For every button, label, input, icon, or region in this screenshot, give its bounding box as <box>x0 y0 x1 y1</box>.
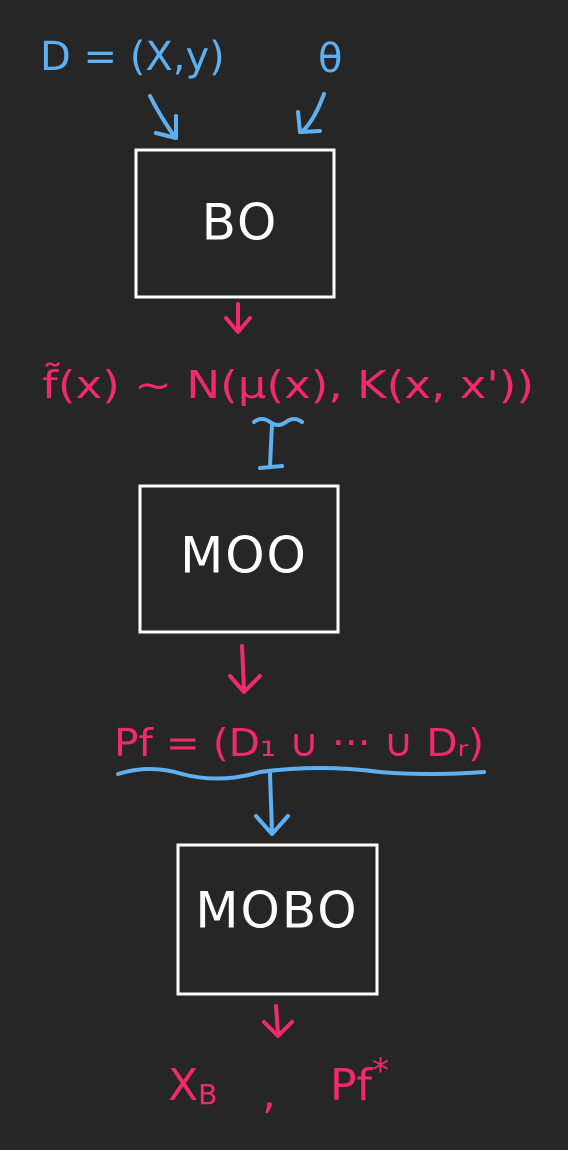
mobo-label: MOBO <box>195 882 358 940</box>
output-separator: , <box>262 1068 276 1119</box>
bo-label: BO <box>202 194 279 252</box>
mobo-box: MOBO <box>176 843 379 996</box>
moo-box: MOO <box>138 484 340 634</box>
theta-arrow <box>296 92 326 134</box>
mobo-output-arrow <box>262 1004 294 1038</box>
moo-label: MOO <box>180 527 308 585</box>
dataset-arrow <box>148 94 178 140</box>
bo-box: BO <box>134 148 336 299</box>
mean-brace-arrow <box>252 417 304 470</box>
pareto-underline-arrow <box>116 766 486 836</box>
dataset-label: D = (X,y) <box>40 34 225 80</box>
x-best-label: XB <box>168 1060 217 1111</box>
bo-output-arrow <box>224 302 252 334</box>
pareto-optimal-label: Pf* <box>330 1051 389 1111</box>
theta-label: θ <box>318 36 342 82</box>
gaussian-process-formula: f̃(x) ~ N(μ(x), K(x, x')) <box>42 363 534 407</box>
moo-output-arrow <box>228 644 262 694</box>
pareto-front-formula: Pf = (D₁ ∪ ··· ∪ Dᵣ) <box>114 721 484 765</box>
